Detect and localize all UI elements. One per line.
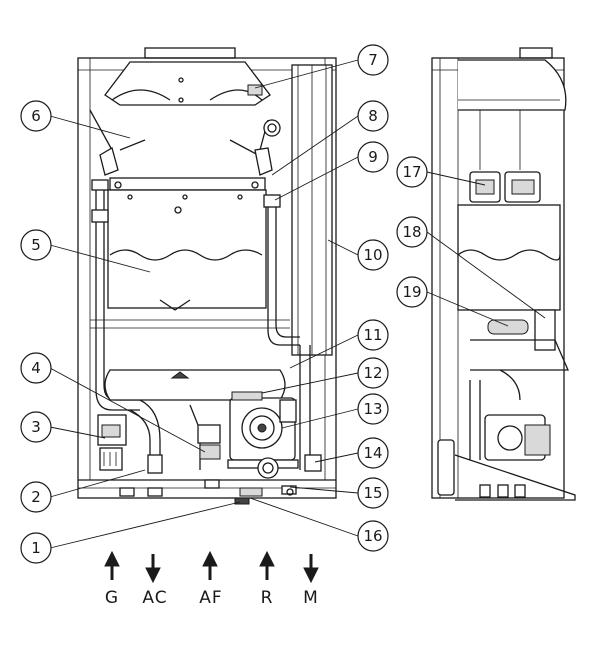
callout-16-label: 16 [363,527,382,545]
callout-13-label: 13 [363,400,382,418]
callout-2: 2 [20,481,52,513]
callout-6: 6 [20,100,52,132]
callout-5: 5 [20,229,52,261]
arrow-down-icon [145,567,161,584]
callout-12: 12 [357,357,389,389]
callout-17: 17 [396,156,428,188]
callout-15: 15 [357,477,389,509]
pipes [91,179,300,411]
arrow-up-icon [104,550,120,567]
combustion-chamber [107,177,267,311]
callout-3-label: 3 [31,418,41,436]
gas-valve-group [97,414,163,474]
leader-lines [49,59,546,549]
connection-ac-label: AC [142,588,167,608]
connection-r-label: R [261,588,274,608]
callout-9: 9 [357,141,389,173]
bottom-connectors [119,479,297,505]
arrow-down-icon [303,567,319,584]
callout-19: 19 [396,276,428,308]
callout-8: 8 [357,100,389,132]
callout-4-label: 4 [31,359,41,377]
callout-11: 11 [357,319,389,351]
callout-19-label: 19 [402,283,421,301]
callout-1-label: 1 [31,539,41,557]
connection-af: AF [199,550,222,608]
connection-ac: AC [142,554,167,608]
callout-17-label: 17 [402,163,421,181]
callout-7: 7 [357,44,389,76]
connections-legend: G AC AF R M [104,550,319,608]
callout-15-label: 15 [363,484,382,502]
callout-9-label: 9 [368,148,378,166]
connection-af-label: AF [199,588,222,608]
callout-4: 4 [20,352,52,384]
callout-13: 13 [357,393,389,425]
callout-16: 16 [357,520,389,552]
callout-10: 10 [357,239,389,271]
callout-12-label: 12 [363,364,382,382]
connection-m-label: M [303,588,319,608]
callout-8-label: 8 [368,107,378,125]
pump-group [227,391,299,469]
callout-6-label: 6 [31,107,41,125]
callouts: 1 2 3 4 5 6 7 8 9 10 11 12 13 14 15 16 1… [20,44,428,564]
callout-18: 18 [396,216,428,248]
bottom-pipes [129,345,311,470]
callout-14-label: 14 [363,444,382,462]
callout-11-label: 11 [363,326,382,344]
connection-g-label: G [105,588,119,608]
connection-g: G [104,550,120,608]
callout-14: 14 [357,437,389,469]
callout-1: 1 [20,532,52,564]
connection-m: M [303,554,319,608]
arrow-up-icon [202,550,218,567]
connection-r: R [259,550,275,608]
expansion-vessel [291,64,333,356]
front-view [77,47,337,505]
hood-supports [89,109,273,176]
arrow-up-icon [259,550,275,567]
callout-3: 3 [20,411,52,443]
side-view [431,47,576,501]
callout-7-label: 7 [368,51,378,69]
callout-5-label: 5 [31,236,41,254]
callout-10-label: 10 [363,246,382,264]
callout-18-label: 18 [402,223,421,241]
fume-hood [104,61,271,106]
callout-2-label: 2 [31,488,41,506]
